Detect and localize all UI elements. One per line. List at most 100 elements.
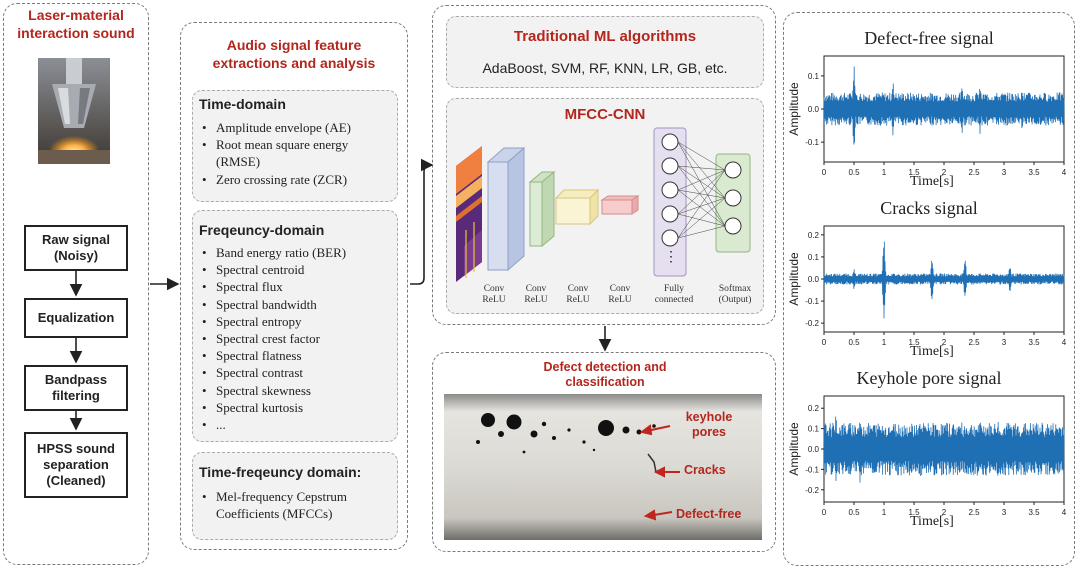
y-tick-label: -0.1 [805, 138, 819, 147]
cnn-title: MFCC-CNN [564, 106, 646, 123]
x-tick-label: 4 [1062, 168, 1067, 177]
feature-item: Spectral flatness [202, 347, 392, 364]
feature-item: Spectral centroid [202, 261, 392, 278]
y-tick-label: 0.0 [808, 445, 820, 454]
x-tick-label: 2.5 [968, 508, 980, 517]
time-domain-list: Amplitude envelope (AE) Root mean square… [202, 119, 392, 188]
feature-item: Spectral contrast [202, 364, 392, 381]
feature-item: Spectral skewness [202, 382, 392, 399]
signal-waveform [823, 66, 1065, 145]
layer-label: Conv ReLU [482, 284, 506, 306]
chart-plot: 0 0.5 1 1.5 2 2.5 3 3.5 4 -0.2 -0.1 0.0 0.1 0.2Amplit… [787, 395, 1067, 517]
x-tick-label: 2 [942, 508, 947, 517]
feature-item: Amplitude envelope (AE) [202, 119, 392, 136]
hpss-box: HPSS sound separation (Cleaned) [24, 432, 128, 498]
x-tick-label: 2 [942, 338, 947, 347]
x-tick-label: 2 [942, 168, 947, 177]
x-axis-label: Time[s] [910, 344, 954, 359]
feature-item: Spectral crest factor [202, 330, 392, 347]
x-tick-label: 1 [882, 338, 887, 347]
y-tick-label: 0.0 [808, 105, 820, 114]
x-tick-label: 2.5 [968, 168, 980, 177]
y-tick-label: 0.0 [808, 275, 820, 284]
x-tick-label: 3 [1002, 338, 1007, 347]
feature-item: Root mean square energy (RMSE) [202, 136, 392, 170]
x-tick-label: 3 [1002, 168, 1007, 177]
y-tick-label: -0.1 [805, 297, 819, 306]
x-axis-label: Time[s] [910, 514, 954, 529]
layer-label: Softmax (Output) [718, 284, 752, 306]
x-tick-label: 4 [1062, 338, 1067, 347]
laser-nozzle-image [38, 58, 110, 164]
y-axis-label: Amplitude [787, 422, 801, 476]
traditional-ml-list: AdaBoost, SVM, RF, KNN, LR, GB, etc. [482, 60, 728, 76]
cnn-architecture [456, 127, 751, 282]
x-tick-label: 3.5 [1028, 168, 1040, 177]
x-tick-label: 1 [882, 168, 887, 177]
layer-label: Conv ReLU [524, 284, 548, 306]
signal-waveform [823, 416, 1065, 483]
y-axis-label: Amplitude [787, 82, 801, 136]
layer-label: Fully connected [654, 284, 694, 306]
y-tick-label: 0.2 [808, 404, 820, 413]
y-tick-label: 0.1 [808, 253, 820, 262]
feature-item: ... [202, 416, 392, 433]
x-tick-label: 1 [882, 508, 887, 517]
chart-title: Keyhole pore signal [856, 368, 1002, 388]
bandpass-box: Bandpass filtering [24, 365, 128, 411]
time-frequency-title: Time-freqeuncy domain: [199, 464, 362, 480]
signal-waveform [823, 241, 1065, 319]
x-tick-label: 1.5 [908, 168, 920, 177]
x-tick-label: 3.5 [1028, 338, 1040, 347]
defect-label-keyhole: keyhole pores [685, 410, 733, 439]
x-tick-label: 0 [822, 168, 827, 177]
x-tick-label: 1.5 [908, 508, 920, 517]
frequency-domain-title: Freqeuncy-domain [199, 222, 325, 238]
feature-item: Spectral kurtosis [202, 399, 392, 416]
x-tick-label: 2.5 [968, 338, 980, 347]
feature-item: Mel-frequency Cepstrum Coefficients (MFC… [202, 488, 392, 522]
defect-label-cracks: Cracks [684, 463, 726, 477]
feature-item: Spectral flux [202, 278, 392, 295]
feature-item: Spectral entropy [202, 313, 392, 330]
features-title: Audio signal feature extractions and ana… [212, 37, 376, 71]
signal-chart-3: Keyhole pore signal 0 0.5 1 1.5 2 2.5 3 3.5 4 -0.… [786, 368, 1072, 536]
x-tick-label: 3.5 [1028, 508, 1040, 517]
x-tick-label: 0.5 [848, 508, 860, 517]
defect-label-defect-free: Defect-free [676, 507, 742, 521]
traditional-ml-title: Traditional ML algorithms [513, 28, 697, 45]
layer-label: Conv ReLU [608, 284, 632, 306]
acquisition-title: Laser-material interaction sound [17, 7, 135, 41]
x-tick-label: 4 [1062, 508, 1067, 517]
chart-title: Defect-free signal [864, 28, 994, 48]
feature-item: Spectral bandwidth [202, 296, 392, 313]
signal-chart-1: Defect-free signal 0 0.5 1 1.5 2 2.5 3 3.5 4 -0.1… [786, 28, 1072, 196]
defect-title: Defect detection and classification [543, 360, 667, 389]
weld-sample-image [444, 394, 762, 540]
frequency-domain-list: Band energy ratio (BER) Spectral centroi… [202, 244, 392, 433]
y-tick-label: 0.1 [808, 72, 820, 81]
time-domain-title: Time-domain [199, 96, 286, 112]
x-axis-label: Time[s] [910, 174, 954, 189]
feature-item: Band energy ratio (BER) [202, 244, 392, 261]
traditional-ml-box [446, 16, 764, 88]
x-tick-label: 1.5 [908, 338, 920, 347]
x-tick-label: 0.5 [848, 168, 860, 177]
y-tick-label: 0.1 [808, 425, 820, 434]
x-tick-label: 0 [822, 338, 827, 347]
y-tick-label: -0.2 [805, 486, 819, 495]
fc-ellipsis: ⋮ [664, 248, 678, 264]
y-tick-label: -0.2 [805, 319, 819, 328]
y-axis-label: Amplitude [787, 252, 801, 306]
x-tick-label: 0 [822, 508, 827, 517]
chart-title: Cracks signal [880, 198, 978, 218]
y-tick-label: -0.1 [805, 465, 819, 474]
feature-item: Zero crossing rate (ZCR) [202, 171, 392, 188]
x-tick-label: 3 [1002, 508, 1007, 517]
y-tick-label: 0.2 [808, 231, 820, 240]
time-frequency-list: Mel-frequency Cepstrum Coefficients (MFC… [202, 488, 392, 522]
